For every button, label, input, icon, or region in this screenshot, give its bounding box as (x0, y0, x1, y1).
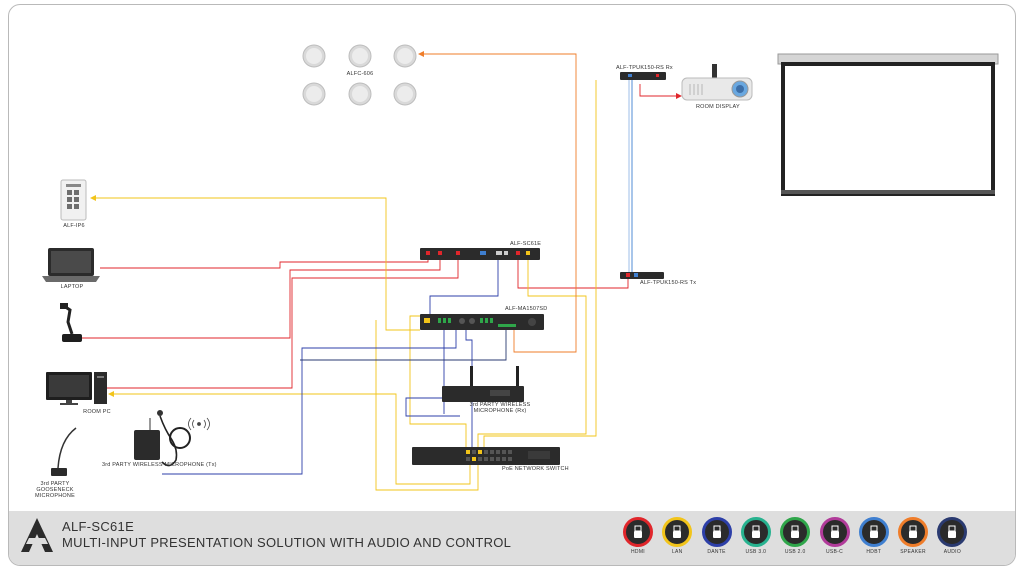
lan-cable-pc (110, 393, 471, 485)
legend-label: HDBT (866, 549, 882, 555)
laptop-label: LAPTOP (60, 284, 84, 290)
lan-icon (662, 517, 693, 547)
gooseneck-label-line2: GOOSENECK (36, 487, 74, 493)
cables (82, 53, 680, 491)
footer-subtitle: MULTI-INPUT PRESENTATION SOLUTION WITH A… (62, 535, 512, 550)
lan-cable-amp (409, 315, 467, 448)
ceiling-speakers (302, 44, 417, 106)
amplifier-label: ALF-MA1507SD (505, 306, 548, 312)
room-display-label: ROOM DISPLAY (696, 104, 740, 110)
gooseneck-microphone (51, 427, 77, 476)
legend-label: HDMI (631, 549, 645, 555)
dante-icon (701, 517, 732, 547)
speaker-cable (420, 53, 577, 353)
hdmi-cable-tx (517, 256, 629, 289)
wireless-mic-rx (442, 366, 524, 402)
hdmi-cable-display (639, 84, 680, 97)
legend-label: AUDIO (943, 549, 962, 555)
legend-label: LAN (671, 549, 683, 555)
gooseneck-label-line3: MICROPHONE (35, 493, 75, 499)
dante-cable-wireless (405, 397, 460, 417)
usb3-icon (740, 517, 771, 547)
projection-screen (777, 53, 999, 196)
hdbt-receiver (620, 72, 666, 80)
lan-cable-sw1 (375, 320, 479, 491)
amplifier-device (420, 314, 544, 330)
legend-label: DANTE (707, 549, 726, 555)
usbc-icon (819, 517, 850, 547)
legend-item-dante: DANTE (697, 517, 737, 555)
hdmi-cable-pc (106, 256, 459, 389)
laptop-device (42, 248, 100, 282)
footer-title: ALF-SC61E (62, 519, 135, 534)
legend-label: SPEAKER (900, 549, 926, 555)
hdmi-icon (623, 517, 653, 547)
keypad-device (60, 179, 87, 221)
dante-cable-amp (162, 330, 457, 475)
speaker-1 (302, 44, 326, 68)
room-pc-label: ROOM PC (83, 409, 111, 415)
poe-switch-label: PoE NETWORK SWITCH (502, 466, 569, 472)
receiver-label: ALF-TPUK150-RS Rx (616, 65, 673, 71)
lan-cable-switcher (477, 256, 587, 448)
room-pc (46, 372, 107, 405)
speaker-2 (348, 44, 372, 68)
hdmi-cable-gooseneck-usb (82, 256, 441, 339)
switcher-device (420, 248, 540, 260)
legend-item-hdmi: HDMI (618, 517, 658, 555)
legend-item-usb-3-0: USB 3.0 (736, 517, 776, 555)
legend-item-usb-c: USB-C (815, 517, 855, 555)
keypad-label: ALF-IP6 (63, 223, 85, 229)
speaker-5 (348, 82, 372, 106)
legend-label: USB-C (825, 549, 844, 555)
wireless-rx-label-line1: 3rd PARTY WIRELESS (469, 402, 531, 408)
dante-cable-switcher (429, 256, 499, 318)
hdbt-transmitter (620, 272, 664, 279)
speaker-icon (898, 517, 929, 547)
legend-item-hdbt: HDBT (854, 517, 894, 555)
wireless-rx-label-line2: MICROPHONE (Rx) (473, 408, 527, 414)
wireless-mic-tx (134, 410, 210, 467)
legend-item-speaker: SPEAKER (893, 517, 933, 555)
poe-switch-device (412, 447, 560, 465)
hdmi-cable-laptop (100, 256, 429, 269)
usb2-icon (780, 517, 811, 547)
legend-label: USB 3.0 (745, 549, 767, 555)
projector (681, 64, 753, 101)
lan-cable-keypad (92, 197, 420, 331)
legend-item-usb-2-0: USB 2.0 (775, 517, 815, 555)
brand-logo-icon (21, 518, 53, 552)
gooseneck-label-line1: 3rd PARTY (40, 481, 70, 487)
lan-cable-receiver (483, 80, 597, 448)
speakers-label: ALFC-606 (346, 71, 374, 77)
legend-item-audio: AUDIO (932, 517, 972, 555)
legend-label: USB 2.0 (784, 549, 806, 555)
hdbt-icon (858, 517, 889, 547)
audio-icon (937, 517, 968, 547)
transmitter-label: ALF-TPUK150-RS Tx (640, 280, 697, 286)
speaker-4 (302, 82, 326, 106)
switcher-label: ALF-SC61E (510, 241, 542, 247)
legend-item-lan: LAN (657, 517, 697, 555)
speaker-3 (393, 44, 417, 68)
wireless-tx-label: 3rd PARTY WIRELESS MICROPHONE (Tx) (102, 462, 217, 468)
speaker-6 (393, 82, 417, 106)
document-camera (60, 303, 82, 342)
audio-cable-wireless (300, 330, 507, 361)
